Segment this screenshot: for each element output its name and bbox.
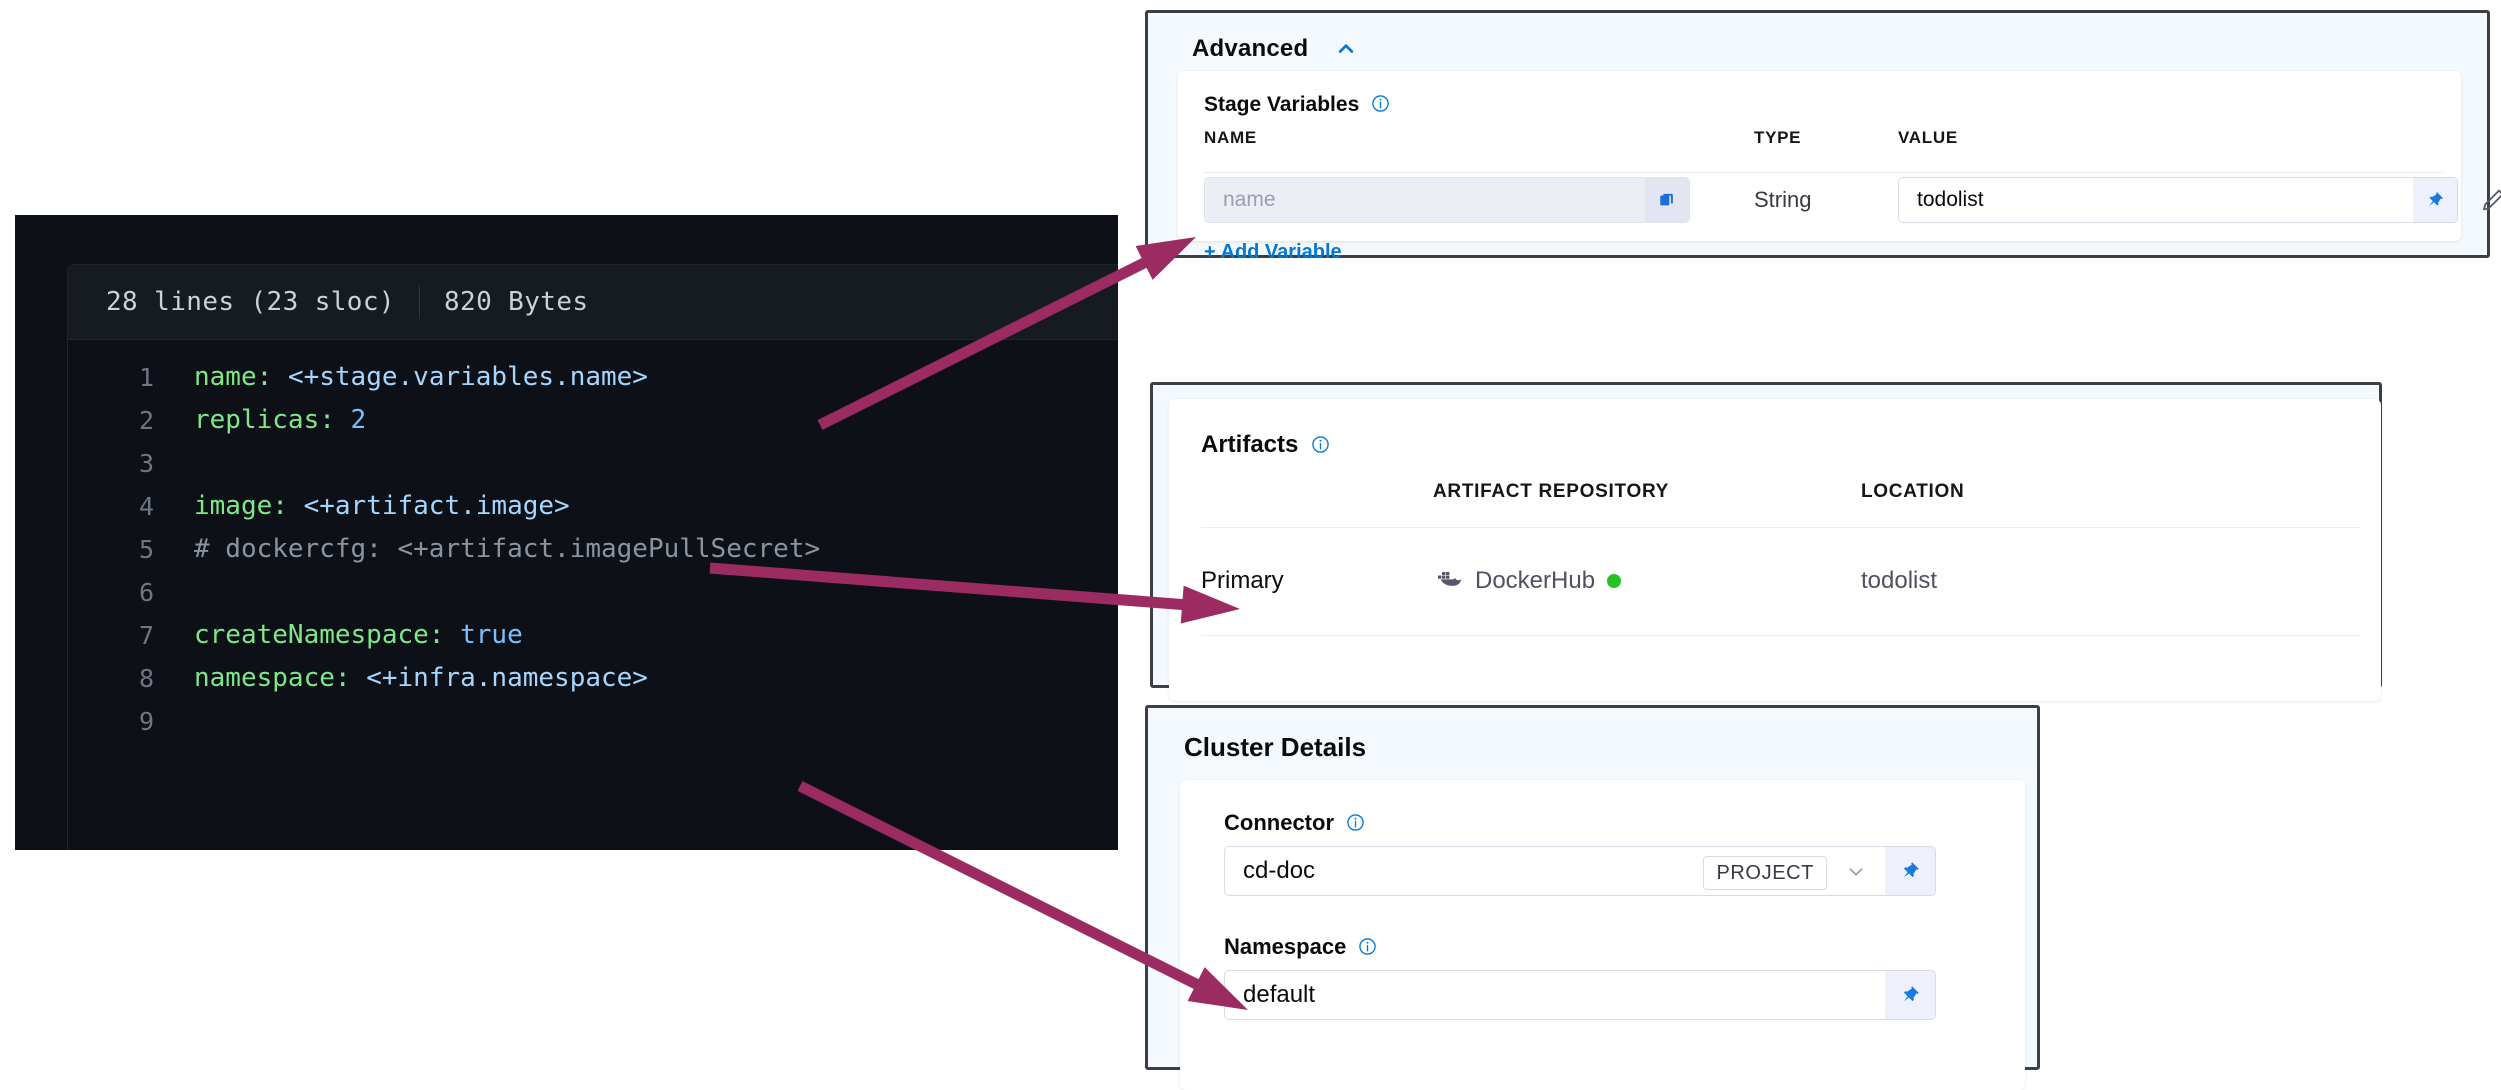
artifact-row[interactable]: Primary DockerHub todolist (1201, 527, 2361, 636)
code-line-number: 5 (138, 535, 154, 564)
stage-variables-column-headers: NAME TYPE VALUE (1204, 128, 2443, 173)
chevron-up-icon[interactable] (1334, 39, 1358, 59)
advanced-title: Advanced (1192, 35, 1309, 62)
code-line: 1 name: <+stage.variables.name> (68, 356, 1118, 399)
code-file-header: 28 lines (23 sloc) 820 Bytes (68, 265, 1118, 340)
cluster-details-card: Connector cd-doc PROJECT Namespace (1180, 780, 2025, 1090)
column-header-artifact-repository: ARTIFACT REPOSITORY (1433, 481, 1670, 502)
info-icon[interactable] (1346, 812, 1365, 831)
stage-variable-row: name String todolist (1204, 177, 2501, 231)
variable-name-placeholder: name (1223, 188, 1276, 211)
code-line: 2 replicas: 2 (68, 399, 1118, 442)
namespace-label: Namespace (1224, 934, 1377, 960)
namespace-input[interactable]: default (1224, 970, 1936, 1020)
artifacts-label: Artifacts (1201, 431, 1330, 459)
pin-icon[interactable] (1885, 847, 1935, 895)
stage-variables-card: Stage Variables NAME TYPE VALUE name (1178, 71, 2501, 263)
code-line-content: namespace: <+infra.namespace> (194, 663, 648, 693)
code-line-content: image: <+artifact.image> (194, 491, 570, 521)
artifact-repository-name: DockerHub (1475, 567, 1596, 594)
connector-value: cd-doc (1243, 857, 1316, 884)
code-size-label: 820 Bytes (443, 287, 589, 317)
code-line-number: 9 (138, 707, 154, 736)
code-line: 8 namespace: <+infra.namespace> (68, 657, 1118, 700)
code-line: 7 createNamespace: true (68, 614, 1118, 657)
code-line-content: name: <+stage.variables.name> (194, 362, 648, 392)
variable-value-text: todolist (1917, 188, 1984, 211)
code-line: 4 image: <+artifact.image> (68, 485, 1118, 528)
pin-icon[interactable] (1885, 971, 1935, 1019)
code-line: 3 (68, 442, 1118, 485)
stage-variables-label: Stage Variables (1204, 93, 1390, 117)
column-header-value: VALUE (1898, 128, 1958, 147)
cluster-details-panel: Cluster Details Connector cd-doc PROJECT (1145, 705, 2040, 1090)
code-line-number: 6 (138, 578, 154, 607)
artifacts-section-panel: Artifacts ARTIFACT REPOSITORY LOCATION P… (1150, 382, 2382, 701)
info-icon[interactable] (1311, 433, 1330, 453)
artifact-kind: Primary (1201, 567, 1284, 594)
header-divider (418, 285, 420, 319)
namespace-value: default (1243, 981, 1316, 1008)
edit-icon[interactable] (2479, 185, 2501, 220)
copy-icon[interactable] (1645, 178, 1689, 222)
status-dot-connected (1607, 574, 1622, 588)
variable-value-wrapper: todolist (1898, 177, 2458, 223)
code-line-content: # dockercfg: <+artifact.imagePullSecret> (194, 534, 821, 564)
code-line-content: createNamespace: true (194, 620, 523, 650)
info-icon[interactable] (1371, 94, 1390, 113)
info-icon[interactable] (1358, 936, 1377, 955)
artifact-repository-cell: DockerHub (1433, 567, 1622, 595)
code-line: 5 # dockercfg: <+artifact.imagePullSecret… (68, 528, 1118, 571)
code-line-number: 4 (138, 492, 154, 521)
code-line-number: 1 (138, 363, 154, 392)
connector-scope-badge: PROJECT (1703, 856, 1827, 890)
artifact-location: todolist (1861, 567, 1938, 594)
code-line: 6 (68, 571, 1118, 614)
code-line-number: 8 (138, 664, 154, 693)
code-line-number: 7 (138, 621, 154, 650)
artifacts-column-headers: ARTIFACT REPOSITORY LOCATION (1201, 481, 2361, 528)
add-variable-button[interactable]: + Add Variable (1204, 241, 1342, 263)
code-line-number: 3 (138, 449, 154, 478)
docker-whale-icon (1433, 568, 1463, 595)
advanced-section-panel: Advanced Stage Variables NAME TYPE VALUE… (1145, 10, 2501, 263)
column-header-name: NAME (1204, 128, 1257, 147)
code-line-number: 2 (138, 406, 154, 435)
variable-name-input[interactable]: name (1204, 177, 1690, 223)
code-lines-container: 1 name: <+stage.variables.name> 2 replicas:… (68, 340, 1118, 743)
variable-value-input[interactable]: todolist (1898, 177, 2458, 223)
code-file-card: 28 lines (23 sloc) 820 Bytes 1 name: <+st… (67, 264, 1118, 850)
code-line: 9 (68, 700, 1118, 743)
connector-label: Connector (1224, 810, 1365, 836)
cluster-details-title: Cluster Details (1184, 732, 1367, 762)
code-viewer-panel: 28 lines (23 sloc) 820 Bytes 1 name: <+st… (15, 215, 1118, 850)
chevron-down-icon[interactable] (1845, 861, 1867, 883)
pin-icon[interactable] (2413, 178, 2457, 222)
column-header-location: LOCATION (1861, 481, 1965, 502)
code-line-content: replicas: 2 (194, 405, 367, 435)
artifacts-card: Artifacts ARTIFACT REPOSITORY LOCATION P… (1169, 399, 2381, 701)
code-lines-label: 28 lines (23 sloc) (106, 287, 395, 317)
connector-input[interactable]: cd-doc PROJECT (1224, 846, 1936, 896)
column-header-type: TYPE (1754, 128, 1802, 147)
variable-type-value: String (1754, 187, 1812, 212)
